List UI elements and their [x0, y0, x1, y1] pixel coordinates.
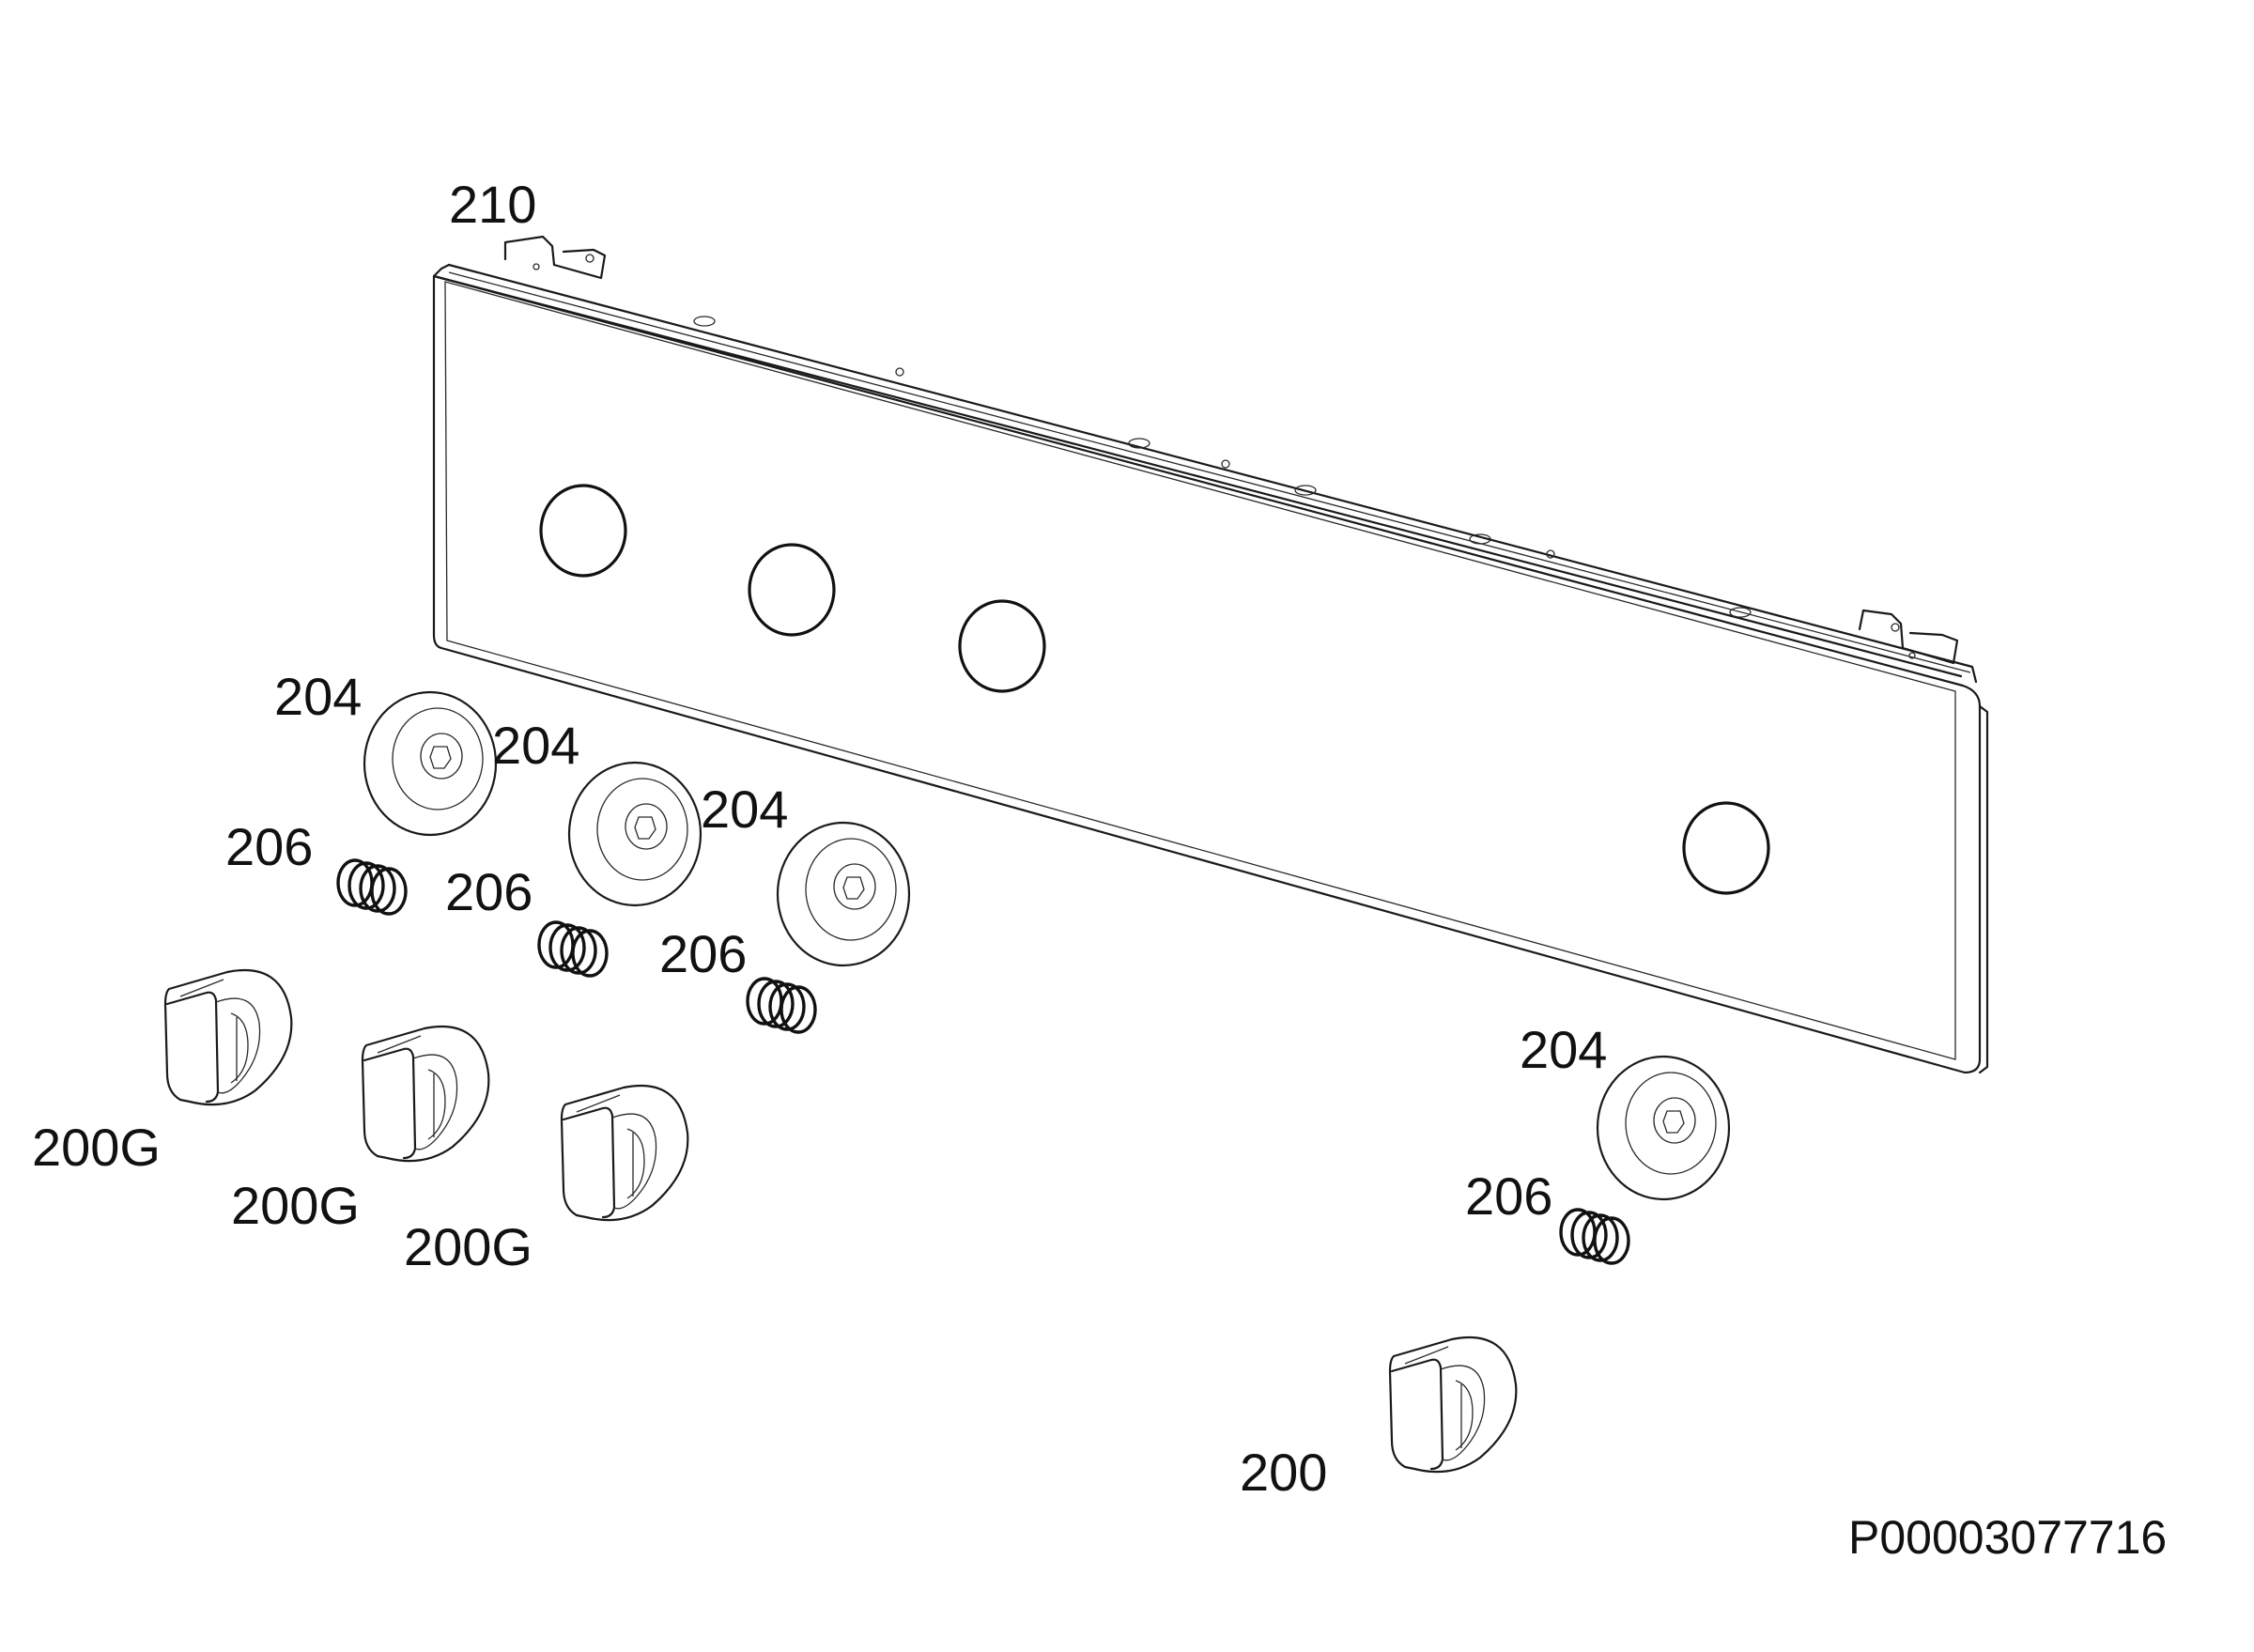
knob-1 [163, 968, 293, 1106]
panel-front-face [432, 274, 1982, 1074]
right-mounting-tab [1858, 609, 1905, 650]
knob-2 [361, 1025, 490, 1163]
bezel-ring-3 [776, 821, 911, 967]
label-knob-1: 200G [32, 1118, 161, 1177]
control-panel [432, 235, 1989, 1074]
top-screw-5 [1729, 607, 1752, 618]
left-tab-rivet [533, 263, 540, 270]
panel-top-back-edge [447, 263, 1978, 684]
top-screw-3 [1294, 485, 1317, 496]
top-rivet-1 [895, 367, 904, 377]
top-rivet-2 [1221, 459, 1230, 469]
panel-top-inner-edge [448, 271, 1971, 673]
label-panel-210: 210 [449, 175, 537, 234]
top-screw-1 [693, 316, 716, 327]
label-spring-2: 206 [445, 862, 533, 921]
label-knob-3: 200G [404, 1217, 533, 1276]
label-spring-1: 206 [225, 817, 314, 876]
label-spring-3: 206 [659, 924, 748, 983]
label-bezel-3: 204 [701, 780, 789, 839]
panel-right-side [1978, 704, 1989, 1074]
bezel-ring-4 [1596, 1055, 1731, 1201]
knob-hole-4 [1682, 801, 1770, 895]
label-bezel-1: 204 [274, 667, 363, 726]
right-mounting-tab-flange [1901, 631, 1959, 665]
label-knob-4: 200 [1240, 1443, 1328, 1502]
top-rivet-3 [1546, 549, 1555, 559]
left-mounting-tab-flange [552, 248, 607, 280]
spring-1 [336, 858, 408, 916]
left-tab-hole [585, 254, 594, 263]
knob-3 [560, 1084, 689, 1222]
right-tab-rivet [1908, 652, 1916, 659]
knob-hole-2 [748, 543, 836, 637]
panel-front-face-inner [444, 281, 1956, 1060]
top-screw-4 [1469, 533, 1491, 545]
spring-4 [1559, 1208, 1630, 1265]
left-mounting-tab [503, 235, 556, 267]
right-tab-hole [1891, 623, 1900, 632]
document-id: P00003077716 [1848, 1511, 2168, 1564]
knob-hole-3 [958, 599, 1046, 693]
label-bezel-2: 204 [492, 716, 580, 775]
label-spring-4: 206 [1465, 1166, 1553, 1226]
panel-top-front-edge [432, 274, 1963, 678]
bezel-ring-1 [363, 690, 498, 837]
bezel-ring-2 [567, 761, 702, 907]
spring-3 [746, 977, 817, 1034]
top-screw-2 [1128, 438, 1150, 449]
spring-2 [537, 920, 609, 978]
knob-4 [1388, 1335, 1518, 1474]
knob-hole-1 [539, 484, 627, 578]
label-knob-2: 200G [231, 1176, 360, 1235]
label-bezel-4: 204 [1520, 1020, 1608, 1079]
panel-left-corner [432, 263, 451, 278]
